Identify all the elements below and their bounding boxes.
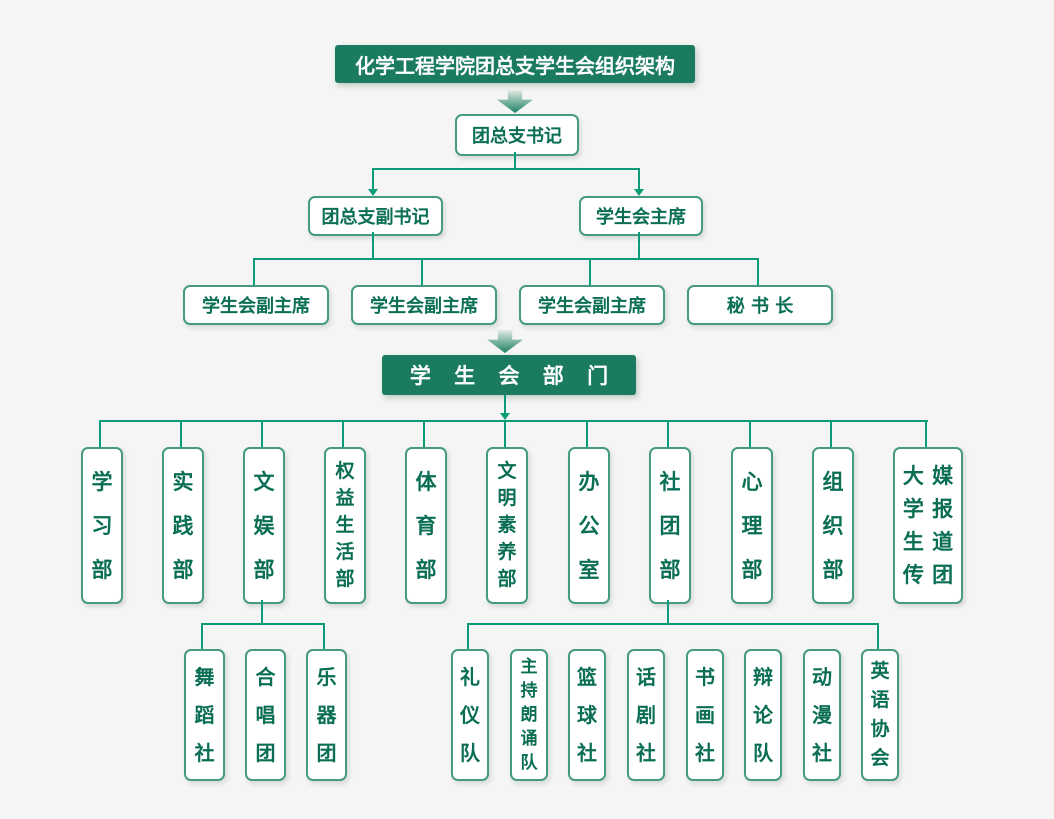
connector-line xyxy=(372,168,374,189)
dept-rights-life: 权益生活部 xyxy=(324,447,366,604)
connector-line xyxy=(372,168,640,170)
connector-line xyxy=(421,258,423,285)
club-chorus: 合唱团 xyxy=(245,649,286,781)
node-vice-president-1: 学生会副主席 xyxy=(183,285,329,325)
arrowhead-icon xyxy=(634,189,644,196)
connector-line xyxy=(261,420,263,447)
club-english-association: 英语协会 xyxy=(861,649,899,781)
node-vice-president-2: 学生会副主席 xyxy=(351,285,497,325)
arrowhead-icon xyxy=(368,189,378,196)
connector-line xyxy=(749,420,751,447)
departments-header: 学 生 会 部 门 xyxy=(382,355,636,395)
club-basketball: 篮球社 xyxy=(568,649,606,781)
connector-line xyxy=(504,420,506,447)
arrowhead-icon xyxy=(500,413,510,420)
connector-line xyxy=(757,258,759,285)
connector-line xyxy=(638,168,640,189)
connector-line xyxy=(667,420,669,447)
dept-civilized-quality: 文明素养部 xyxy=(486,447,528,604)
node-vice-president-3: 学生会副主席 xyxy=(519,285,665,325)
dept-culture-entertainment: 文娱部 xyxy=(243,447,285,604)
connector-line xyxy=(201,623,203,649)
connector-line xyxy=(372,232,374,258)
chart-title: 化学工程学院团总支学生会组织架构 xyxy=(335,45,695,83)
dept-study: 学习部 xyxy=(81,447,123,604)
connector-line xyxy=(589,258,591,285)
connector-line xyxy=(467,623,879,625)
connector-line xyxy=(877,623,879,649)
connector-line xyxy=(504,395,506,414)
dept-student-media-group: 大学生传 媒报道团 xyxy=(893,447,963,604)
dept-psychology: 心理部 xyxy=(731,447,773,604)
connector-line xyxy=(99,420,928,422)
connector-line xyxy=(323,623,325,649)
connector-line xyxy=(586,420,588,447)
connector-line xyxy=(180,420,182,447)
connector-line xyxy=(423,420,425,447)
node-league-secretary: 团总支书记 xyxy=(455,114,579,156)
dept-sports: 体育部 xyxy=(405,447,447,604)
club-hosting-recitation-team: 主持朗诵队 xyxy=(510,649,548,781)
connector-line xyxy=(467,623,469,649)
connector-line xyxy=(830,420,832,447)
node-deputy-league-secretary: 团总支副书记 xyxy=(308,196,443,236)
club-calligraphy-painting: 书画社 xyxy=(686,649,724,781)
club-debate-team: 辩论队 xyxy=(744,649,782,781)
dept-associations: 社团部 xyxy=(649,447,691,604)
dept-organization: 组织部 xyxy=(812,447,854,604)
connector-line xyxy=(667,600,669,623)
dept-office: 办公室 xyxy=(568,447,610,604)
node-secretary-general: 秘 书 长 xyxy=(687,285,833,325)
club-instrument: 乐器团 xyxy=(306,649,347,781)
connector-line xyxy=(253,258,255,285)
connector-line xyxy=(514,152,516,168)
connector-line xyxy=(925,420,927,447)
connector-line xyxy=(261,600,263,623)
connector-line xyxy=(638,232,640,258)
club-anime: 动漫社 xyxy=(803,649,841,781)
connector-line xyxy=(342,420,344,447)
down-arrow-icon xyxy=(487,330,523,353)
dept-practice: 实践部 xyxy=(162,447,204,604)
node-union-president: 学生会主席 xyxy=(579,196,703,236)
down-arrow-icon xyxy=(497,90,533,113)
club-drama: 话剧社 xyxy=(627,649,665,781)
connector-line xyxy=(99,420,101,447)
connector-line xyxy=(201,623,325,625)
club-etiquette-team: 礼仪队 xyxy=(451,649,489,781)
connector-line xyxy=(253,258,759,260)
club-dance: 舞蹈社 xyxy=(184,649,225,781)
